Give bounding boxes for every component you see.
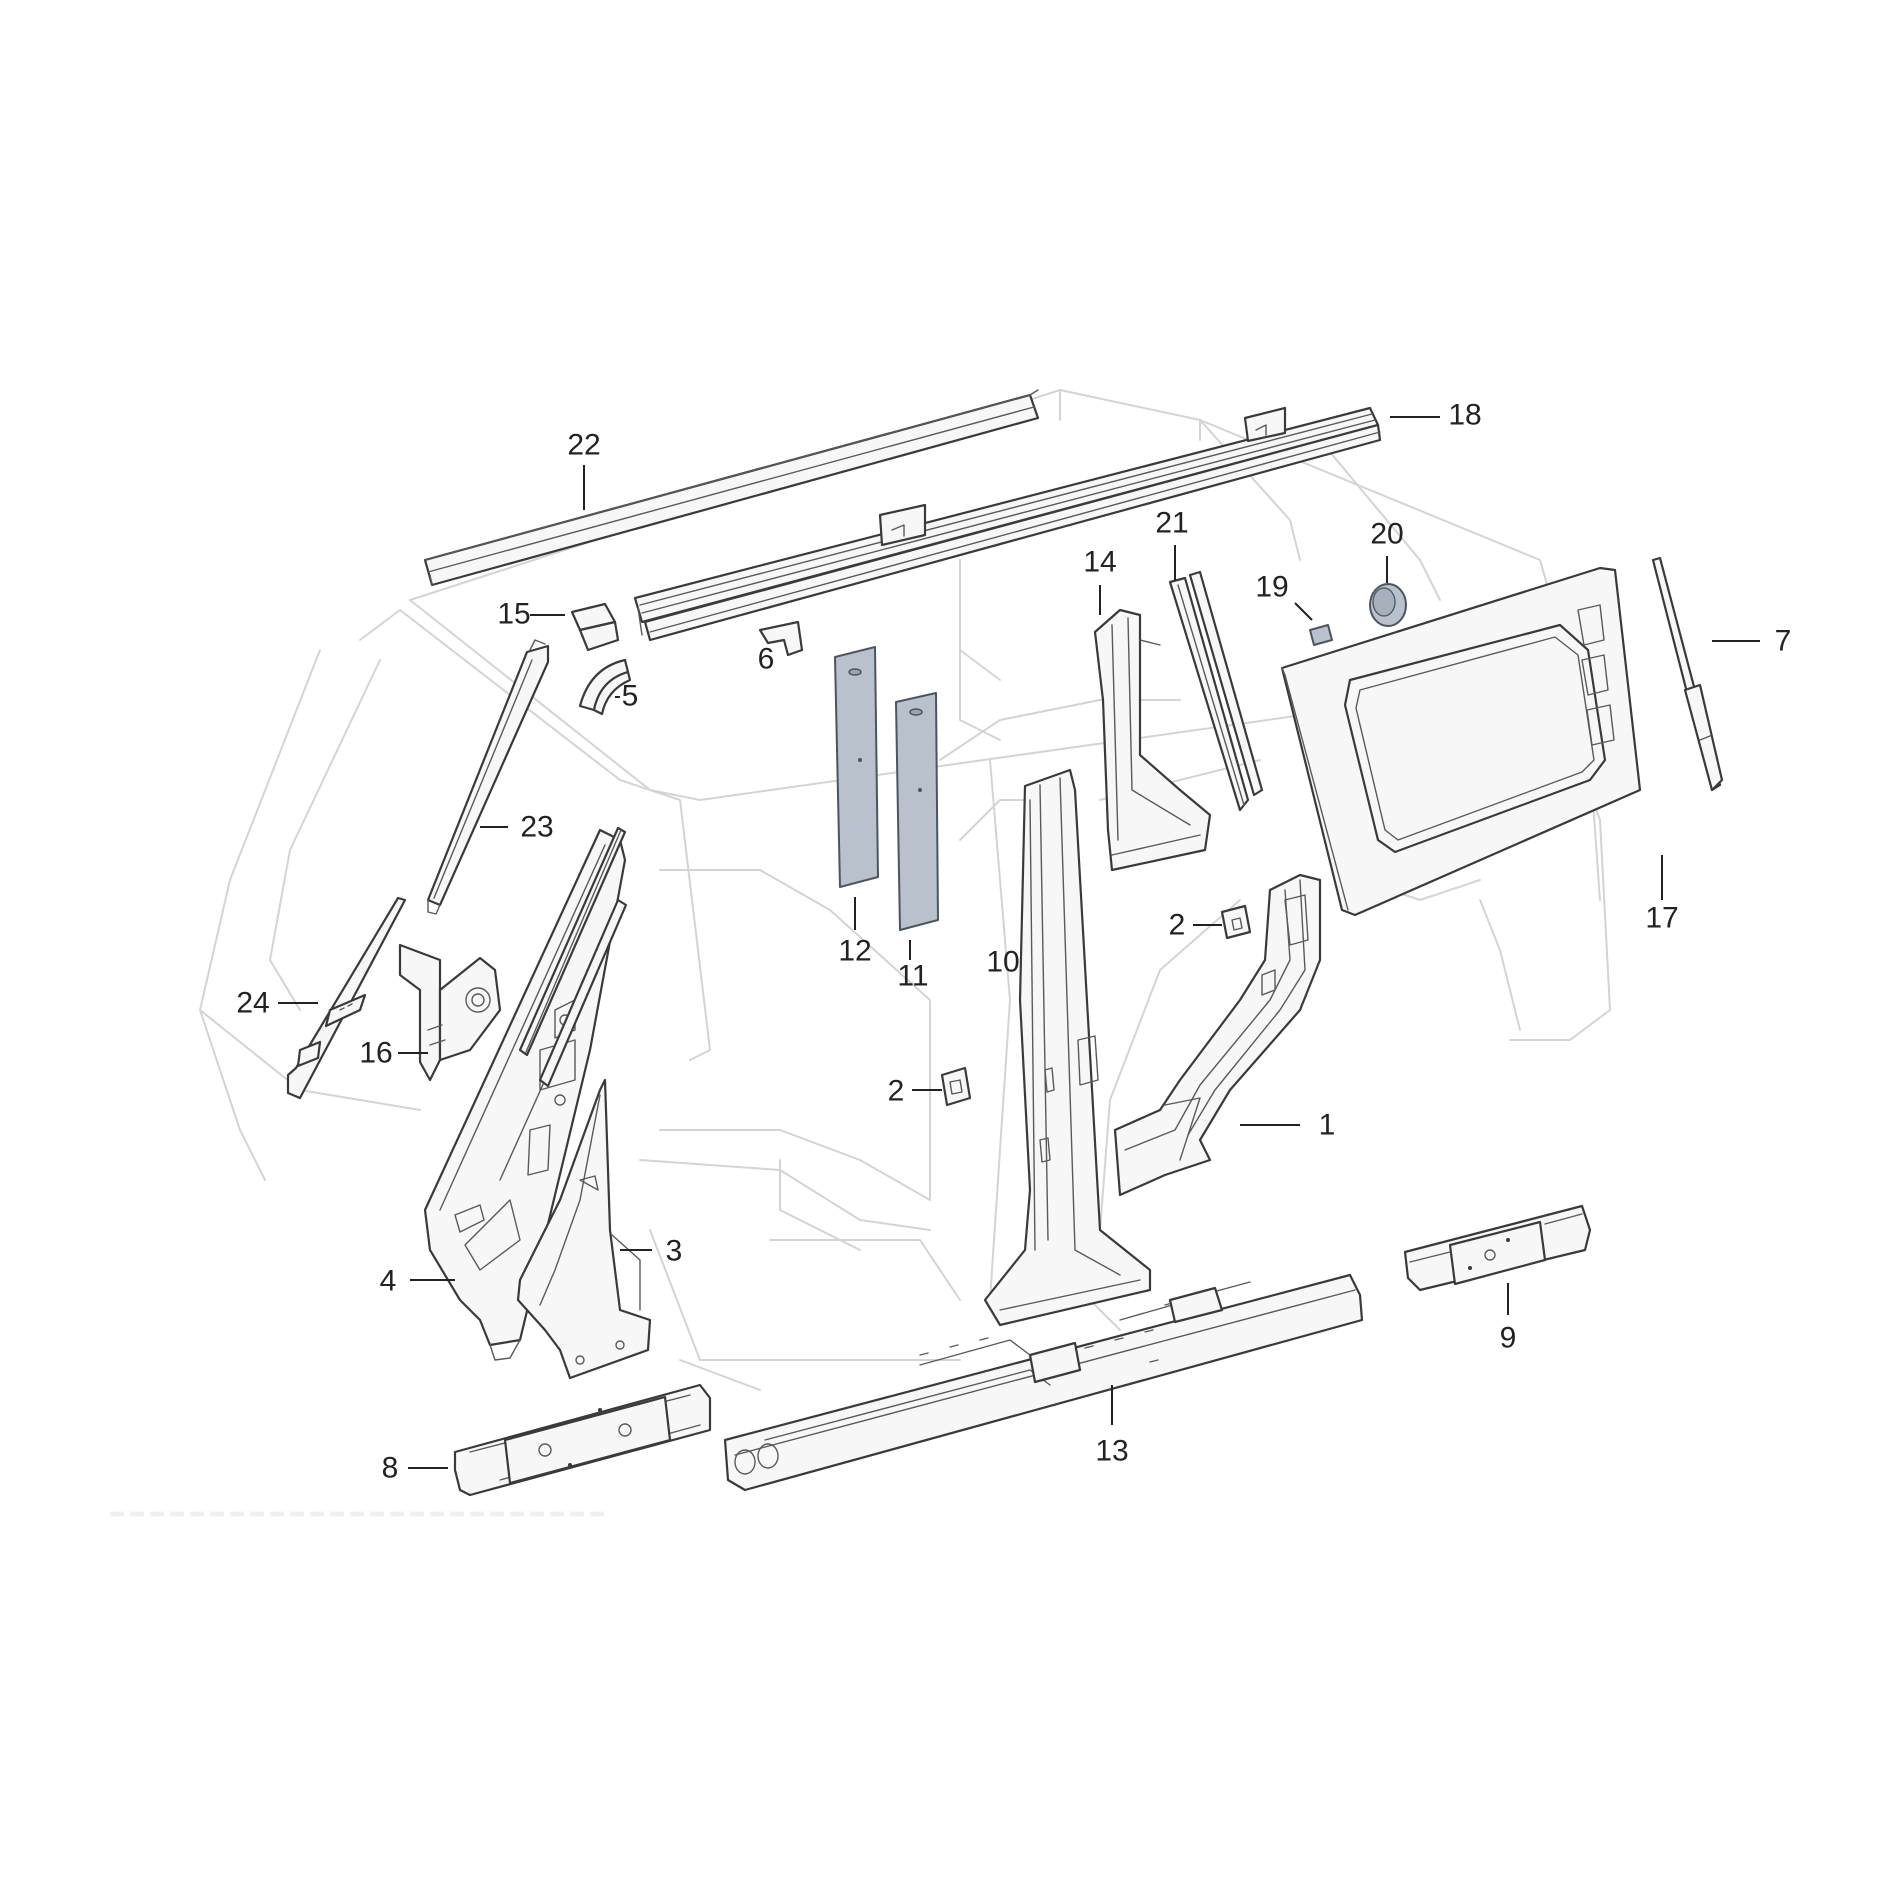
part-8-front-bracket [453, 1383, 712, 1497]
part-20-round-plug [1369, 583, 1407, 627]
part-9-rear-bracket [1403, 1204, 1592, 1292]
callout-13: 13 [1095, 1435, 1128, 1468]
callout-17: 17 [1645, 902, 1678, 935]
vehicle-body-outline [199, 389, 1611, 1391]
part-11-reinforcement-panel [895, 692, 939, 931]
part-24-strip-bracket [286, 896, 407, 1100]
part-21-strip [1168, 570, 1264, 812]
callout-14: 14 [1083, 546, 1116, 579]
callout-4: 4 [380, 1265, 397, 1298]
callout-21: 21 [1155, 507, 1188, 540]
part-15-bracket [570, 602, 620, 652]
callout-7: 7 [1775, 625, 1792, 658]
part-12-reinforcement-panel [834, 646, 879, 888]
callout-11: 11 [897, 960, 928, 993]
part-2-plate-lower [940, 1066, 972, 1107]
part-18-roof-rail-inner [633, 406, 1382, 642]
part-10-b-pillar [983, 768, 1152, 1327]
part-6-gusset [758, 620, 804, 657]
part-13-sill-panel [723, 1273, 1364, 1492]
part-4-upper-channel [518, 826, 628, 1088]
part-14-b-pillar-upper [1093, 608, 1212, 872]
part-19-plug [1309, 624, 1333, 646]
callout-2-lower: 2 [888, 1075, 905, 1108]
callout-24: 24 [236, 987, 269, 1020]
callout-23: 23 [520, 811, 553, 844]
callout-20: 20 [1370, 518, 1403, 551]
part-5-a-pillar-upper [578, 658, 632, 716]
part-16-hinge-bracket [398, 943, 502, 1082]
callout-22: 22 [567, 429, 600, 462]
part-7-trim-strip [1651, 556, 1724, 792]
callout-15: 15 [497, 598, 530, 631]
callout-1: 1 [1319, 1109, 1336, 1142]
callout-19: 19 [1255, 571, 1288, 604]
part-22-roof-rail [423, 389, 1040, 587]
part-23-windshield-strip [426, 639, 550, 915]
callout-8: 8 [382, 1452, 399, 1485]
callout-6: 6 [758, 643, 775, 676]
callout-12: 12 [838, 935, 871, 968]
callout-16: 16 [359, 1037, 392, 1070]
part-17-rear-quarter-panel [1280, 566, 1642, 917]
callout-3: 3 [666, 1235, 683, 1268]
callout-5: 5 [622, 680, 639, 713]
callout-10: 10 [986, 946, 1019, 979]
leader-lines [278, 416, 1760, 1469]
callout-18: 18 [1448, 399, 1481, 432]
callout-9: 9 [1500, 1322, 1517, 1355]
part-2-plate-upper [1220, 904, 1252, 940]
part-1-rear-pillar [1113, 873, 1322, 1197]
part-3-kick-panel [516, 1078, 652, 1380]
callout-2-upper: 2 [1169, 909, 1186, 942]
callout-labels: 22 18 15 5 6 21 14 19 20 7 23 24 16 17 2… [236, 399, 1791, 1485]
